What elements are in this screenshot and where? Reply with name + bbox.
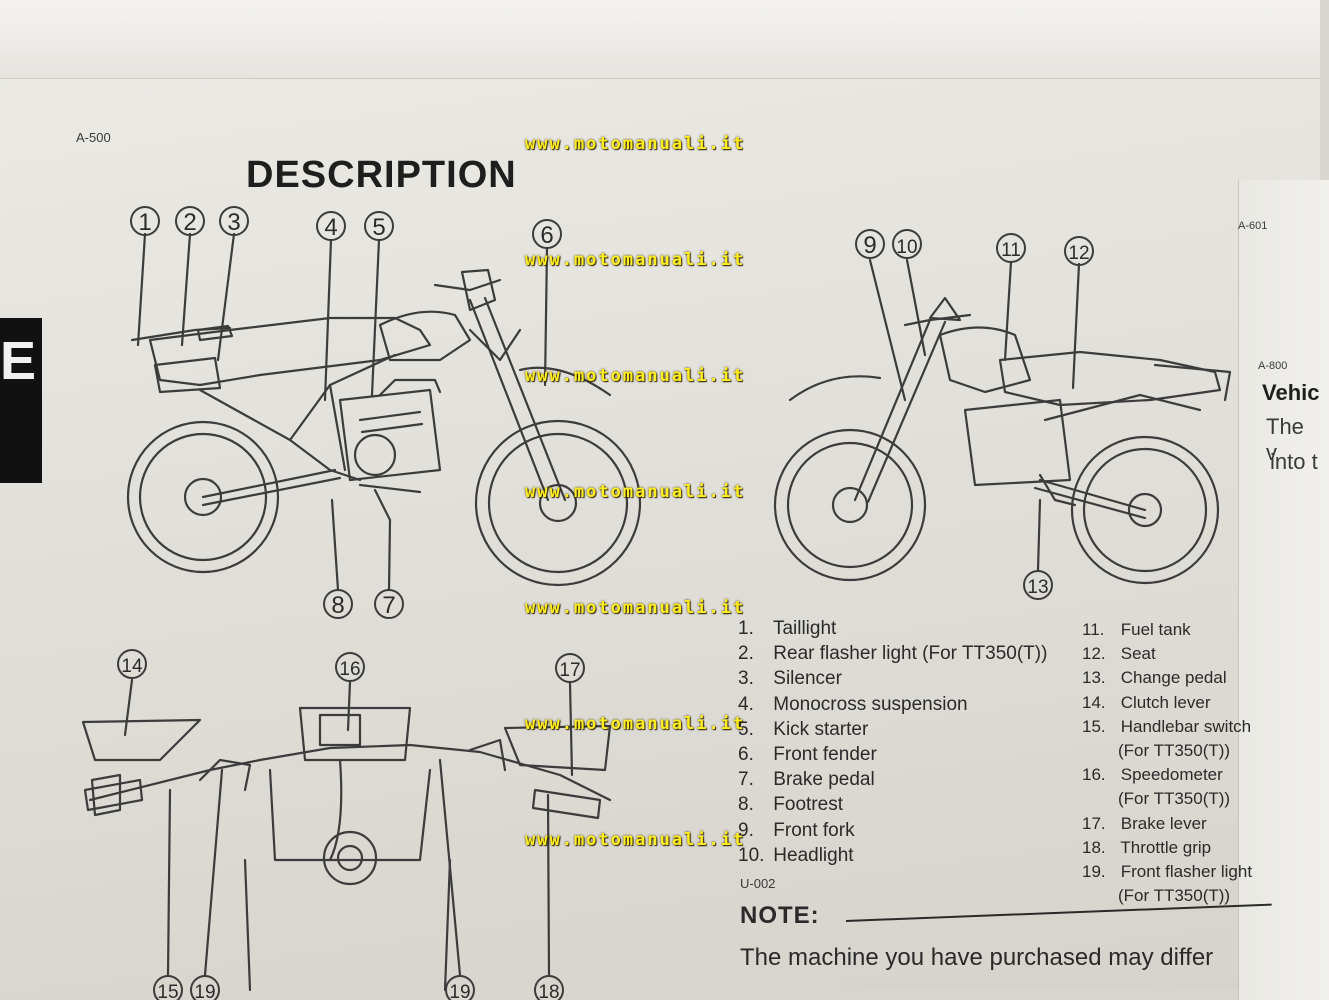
- list-item: 4. Monocross suspension: [738, 693, 968, 715]
- callout-2: 2: [183, 209, 196, 236]
- callout-10: 10: [896, 237, 917, 258]
- watermark: www.motomanuali.it: [525, 482, 746, 502]
- watermark: www.motomanuali.it: [525, 598, 746, 618]
- list-item: 10. Headlight: [738, 844, 854, 866]
- list-item: 1. Taillight: [738, 618, 837, 639]
- watermark: www.motomanuali.it: [525, 714, 746, 734]
- note-heading: NOTE:: [740, 902, 820, 929]
- callout-18: 18: [538, 982, 559, 1000]
- callout-6: 6: [540, 222, 553, 249]
- facing-page-ref: A-601: [1238, 220, 1268, 232]
- list-item: 5. Kick starter: [738, 718, 869, 740]
- list-item: 15. Handlebar switch: [1082, 716, 1252, 736]
- list-item-note: (For TT350(T)): [1118, 886, 1231, 906]
- watermark: www.motomanuali.it: [525, 366, 746, 386]
- right-view-bike: [773, 296, 1232, 585]
- callout-7: 7: [382, 592, 395, 619]
- list-item: 6. Front fender: [738, 744, 877, 766]
- section-tab: [0, 318, 42, 483]
- watermark: www.motomanuali.it: [525, 134, 746, 154]
- page-ref: A-500: [76, 130, 111, 145]
- facing-page: [1238, 180, 1329, 1000]
- facing-page-ref-2: A-800: [1258, 360, 1288, 372]
- callout-1: 1: [138, 209, 151, 236]
- parts-list-right: 11. Fuel tank 12. Seat 13. Change pedal …: [1082, 618, 1253, 908]
- callout-19-left: 19: [194, 982, 215, 1000]
- callout-14: 14: [121, 656, 143, 677]
- list-item-note: (For TT350(T)): [1118, 741, 1231, 761]
- callout-4: 4: [324, 214, 337, 241]
- callout-12: 12: [1068, 243, 1089, 264]
- paper-edge: [0, 0, 1320, 79]
- callout-3: 3: [227, 209, 240, 236]
- parts-list-left: 1. Taillight 2. Rear flasher light (For …: [738, 616, 1083, 868]
- section-tab-letter: E: [0, 331, 37, 391]
- callout-16: 16: [339, 659, 360, 680]
- list-item: 2. Rear flasher light (For TT350(T)): [738, 643, 1048, 665]
- list-item: 8. Footrest: [738, 794, 843, 816]
- list-item: 9. Front fork: [738, 819, 855, 841]
- watermark: www.motomanuali.it: [525, 830, 746, 850]
- list-item: 11. Fuel tank: [1082, 620, 1191, 639]
- callout-13: 13: [1027, 577, 1048, 598]
- list-item: 13. Change pedal: [1082, 668, 1227, 688]
- list-ref: U-002: [740, 876, 776, 891]
- callout-19: 19: [449, 982, 470, 1000]
- callout-8: 8: [331, 592, 344, 619]
- list-item: 12. Seat: [1082, 644, 1156, 664]
- left-view-bike: [126, 268, 642, 587]
- watermark: www.motomanuali.it: [525, 250, 746, 270]
- note-text: The machine you have purchased may diffe…: [740, 944, 1214, 971]
- list-item: 19. Front flasher light: [1082, 862, 1253, 882]
- list-item: 18. Throttle grip: [1082, 837, 1212, 857]
- list-item: 14. Clutch lever: [1082, 692, 1211, 712]
- facing-page-line-1: The v: [1266, 414, 1304, 465]
- callout-9: 9: [863, 232, 876, 259]
- callout-11: 11: [1001, 240, 1021, 261]
- list-item: 3. Silencer: [738, 668, 842, 690]
- list-item: 17. Brake lever: [1082, 813, 1207, 833]
- callout-5: 5: [372, 214, 385, 241]
- page-title: DESCRIPTION: [246, 154, 517, 196]
- handlebar-view: [81, 706, 612, 992]
- callout-17: 17: [559, 660, 580, 681]
- list-item: 16. Speedometer: [1082, 765, 1223, 785]
- list-item: 7. Brake pedal: [738, 769, 875, 791]
- list-item-note: (For TT350(T)): [1118, 789, 1231, 809]
- callout-15: 15: [157, 982, 178, 1000]
- facing-page-line-2: into t: [1270, 449, 1318, 474]
- facing-page-heading: Vehic: [1262, 380, 1320, 405]
